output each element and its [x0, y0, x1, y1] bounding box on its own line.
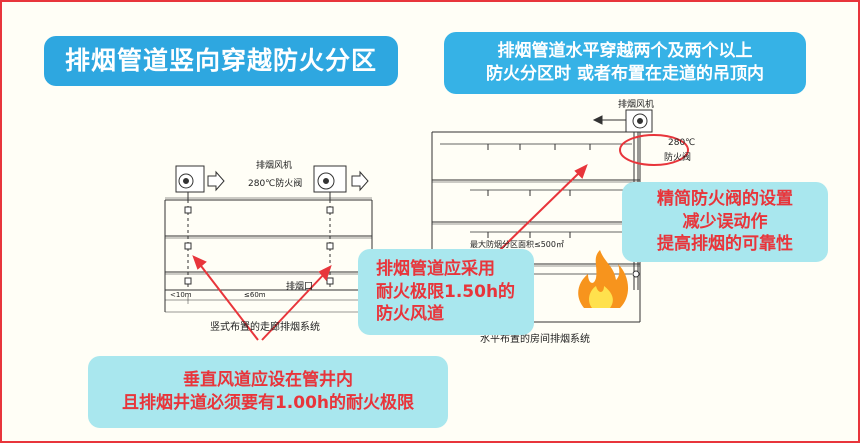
title-text: 排烟管道竖向穿越防火分区 [64, 46, 377, 76]
damper-note-line: 提高排烟的可靠性 [657, 234, 793, 255]
right-area-label: 最大防烟分区面积≤500㎡ [470, 240, 564, 249]
horizontal-note-line: 防火分区时 或者布置在走道的吊顶内 [486, 64, 764, 84]
arrow-left-icon [592, 115, 626, 125]
fan-icon [313, 165, 347, 200]
horizontal-note-line: 排烟管道水平穿越两个及两个以上 [497, 41, 753, 62]
fire-icon [578, 250, 629, 308]
damper-note-line: 减少误动作 [682, 211, 768, 232]
fan-icon [175, 165, 205, 200]
fan-icon [625, 109, 653, 133]
horizontal-note: 排烟管道水平穿越两个及两个以上 防火分区时 或者布置在走道的吊顶内 [444, 32, 806, 94]
duct-note-line: 防火风道 [376, 304, 444, 325]
page-title: 排烟管道竖向穿越防火分区 [44, 36, 398, 86]
left-dim-left: <10m [170, 291, 192, 299]
left-outlet-label: 排烟口 [286, 282, 314, 292]
damper-note: 精简防火阀的设置 减少误动作 提高排烟的可靠性 [622, 182, 828, 262]
duct-note-line: 排烟管道应采用 [376, 258, 495, 279]
vertical-note-line: 且排烟井道必须要有1.00h的耐火极限 [121, 393, 415, 413]
left-caption: 竖式布置的走廊排烟系统 [210, 322, 320, 333]
right-temp-label: 280℃ [668, 138, 696, 148]
duct-note: 排烟管道应采用 耐火极限1.50h的 防火风道 [358, 249, 534, 335]
duct-note-line: 耐火极限1.50h的 [376, 281, 516, 302]
damper-note-line: 精简防火阀的设置 [657, 188, 793, 209]
red-arrows [192, 163, 588, 341]
arrow-right-icon [207, 170, 369, 192]
vertical-note: 垂直风道应设在管井内 且排烟井道必须要有1.00h的耐火极限 [88, 356, 448, 428]
damper-highlight [619, 134, 689, 166]
left-damper-label: 280℃防火阀 [248, 179, 303, 189]
vertical-note-line: 垂直风道应设在管井内 [183, 370, 353, 391]
left-fan-label: 排烟风机 [256, 161, 293, 171]
left-building [164, 197, 373, 313]
right-damper-label: 防火阀 [664, 153, 692, 163]
right-fan-label: 排烟风机 [618, 100, 655, 110]
right-caption: 水平布置的房间排烟系统 [480, 334, 590, 345]
left-dim-mid: ≤60m [244, 291, 266, 299]
